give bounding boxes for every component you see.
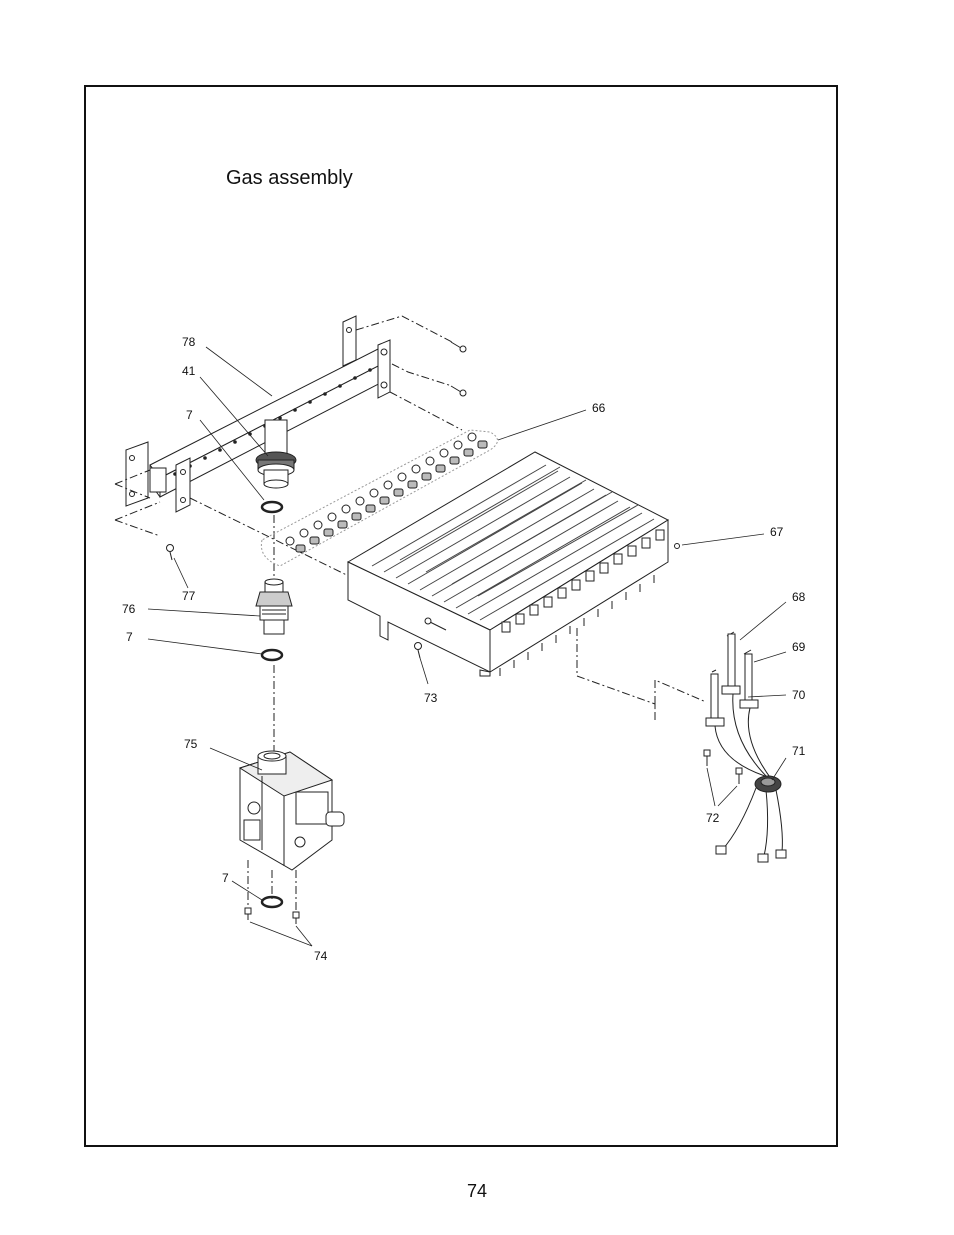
gas-valve — [240, 751, 344, 870]
callout-7-upper: 7 — [186, 408, 193, 422]
page-number: 74 — [0, 1181, 954, 1202]
pipe-fitting-76 — [256, 579, 292, 634]
callout-72: 72 — [706, 811, 720, 825]
wire-connectors — [716, 846, 786, 862]
callout-70: 70 — [792, 688, 806, 702]
seal-washer-middle — [262, 650, 282, 660]
callout-68: 68 — [792, 590, 806, 604]
callout-69: 69 — [792, 640, 806, 654]
callout-67: 67 — [770, 525, 784, 539]
callout-7-middle: 7 — [126, 630, 133, 644]
callout-66: 66 — [592, 401, 606, 415]
screw-77 — [167, 545, 174, 561]
screw-73 — [415, 643, 422, 659]
burner-assembly — [348, 452, 680, 676]
callout-7-lower: 7 — [222, 871, 229, 885]
rail-screws — [451, 342, 466, 396]
callout-77: 77 — [182, 589, 196, 603]
callout-71: 71 — [792, 744, 806, 758]
callout-74: 74 — [314, 949, 328, 963]
screws-74 — [245, 908, 299, 924]
callout-41: 41 — [182, 364, 196, 378]
callout-75: 75 — [184, 737, 198, 751]
callout-73: 73 — [424, 691, 438, 705]
callout-78: 78 — [182, 335, 196, 349]
grommet-71 — [755, 776, 781, 792]
seal-washer-upper — [262, 502, 282, 512]
gas-manifold-rail — [126, 316, 390, 512]
callout-76: 76 — [122, 602, 136, 616]
